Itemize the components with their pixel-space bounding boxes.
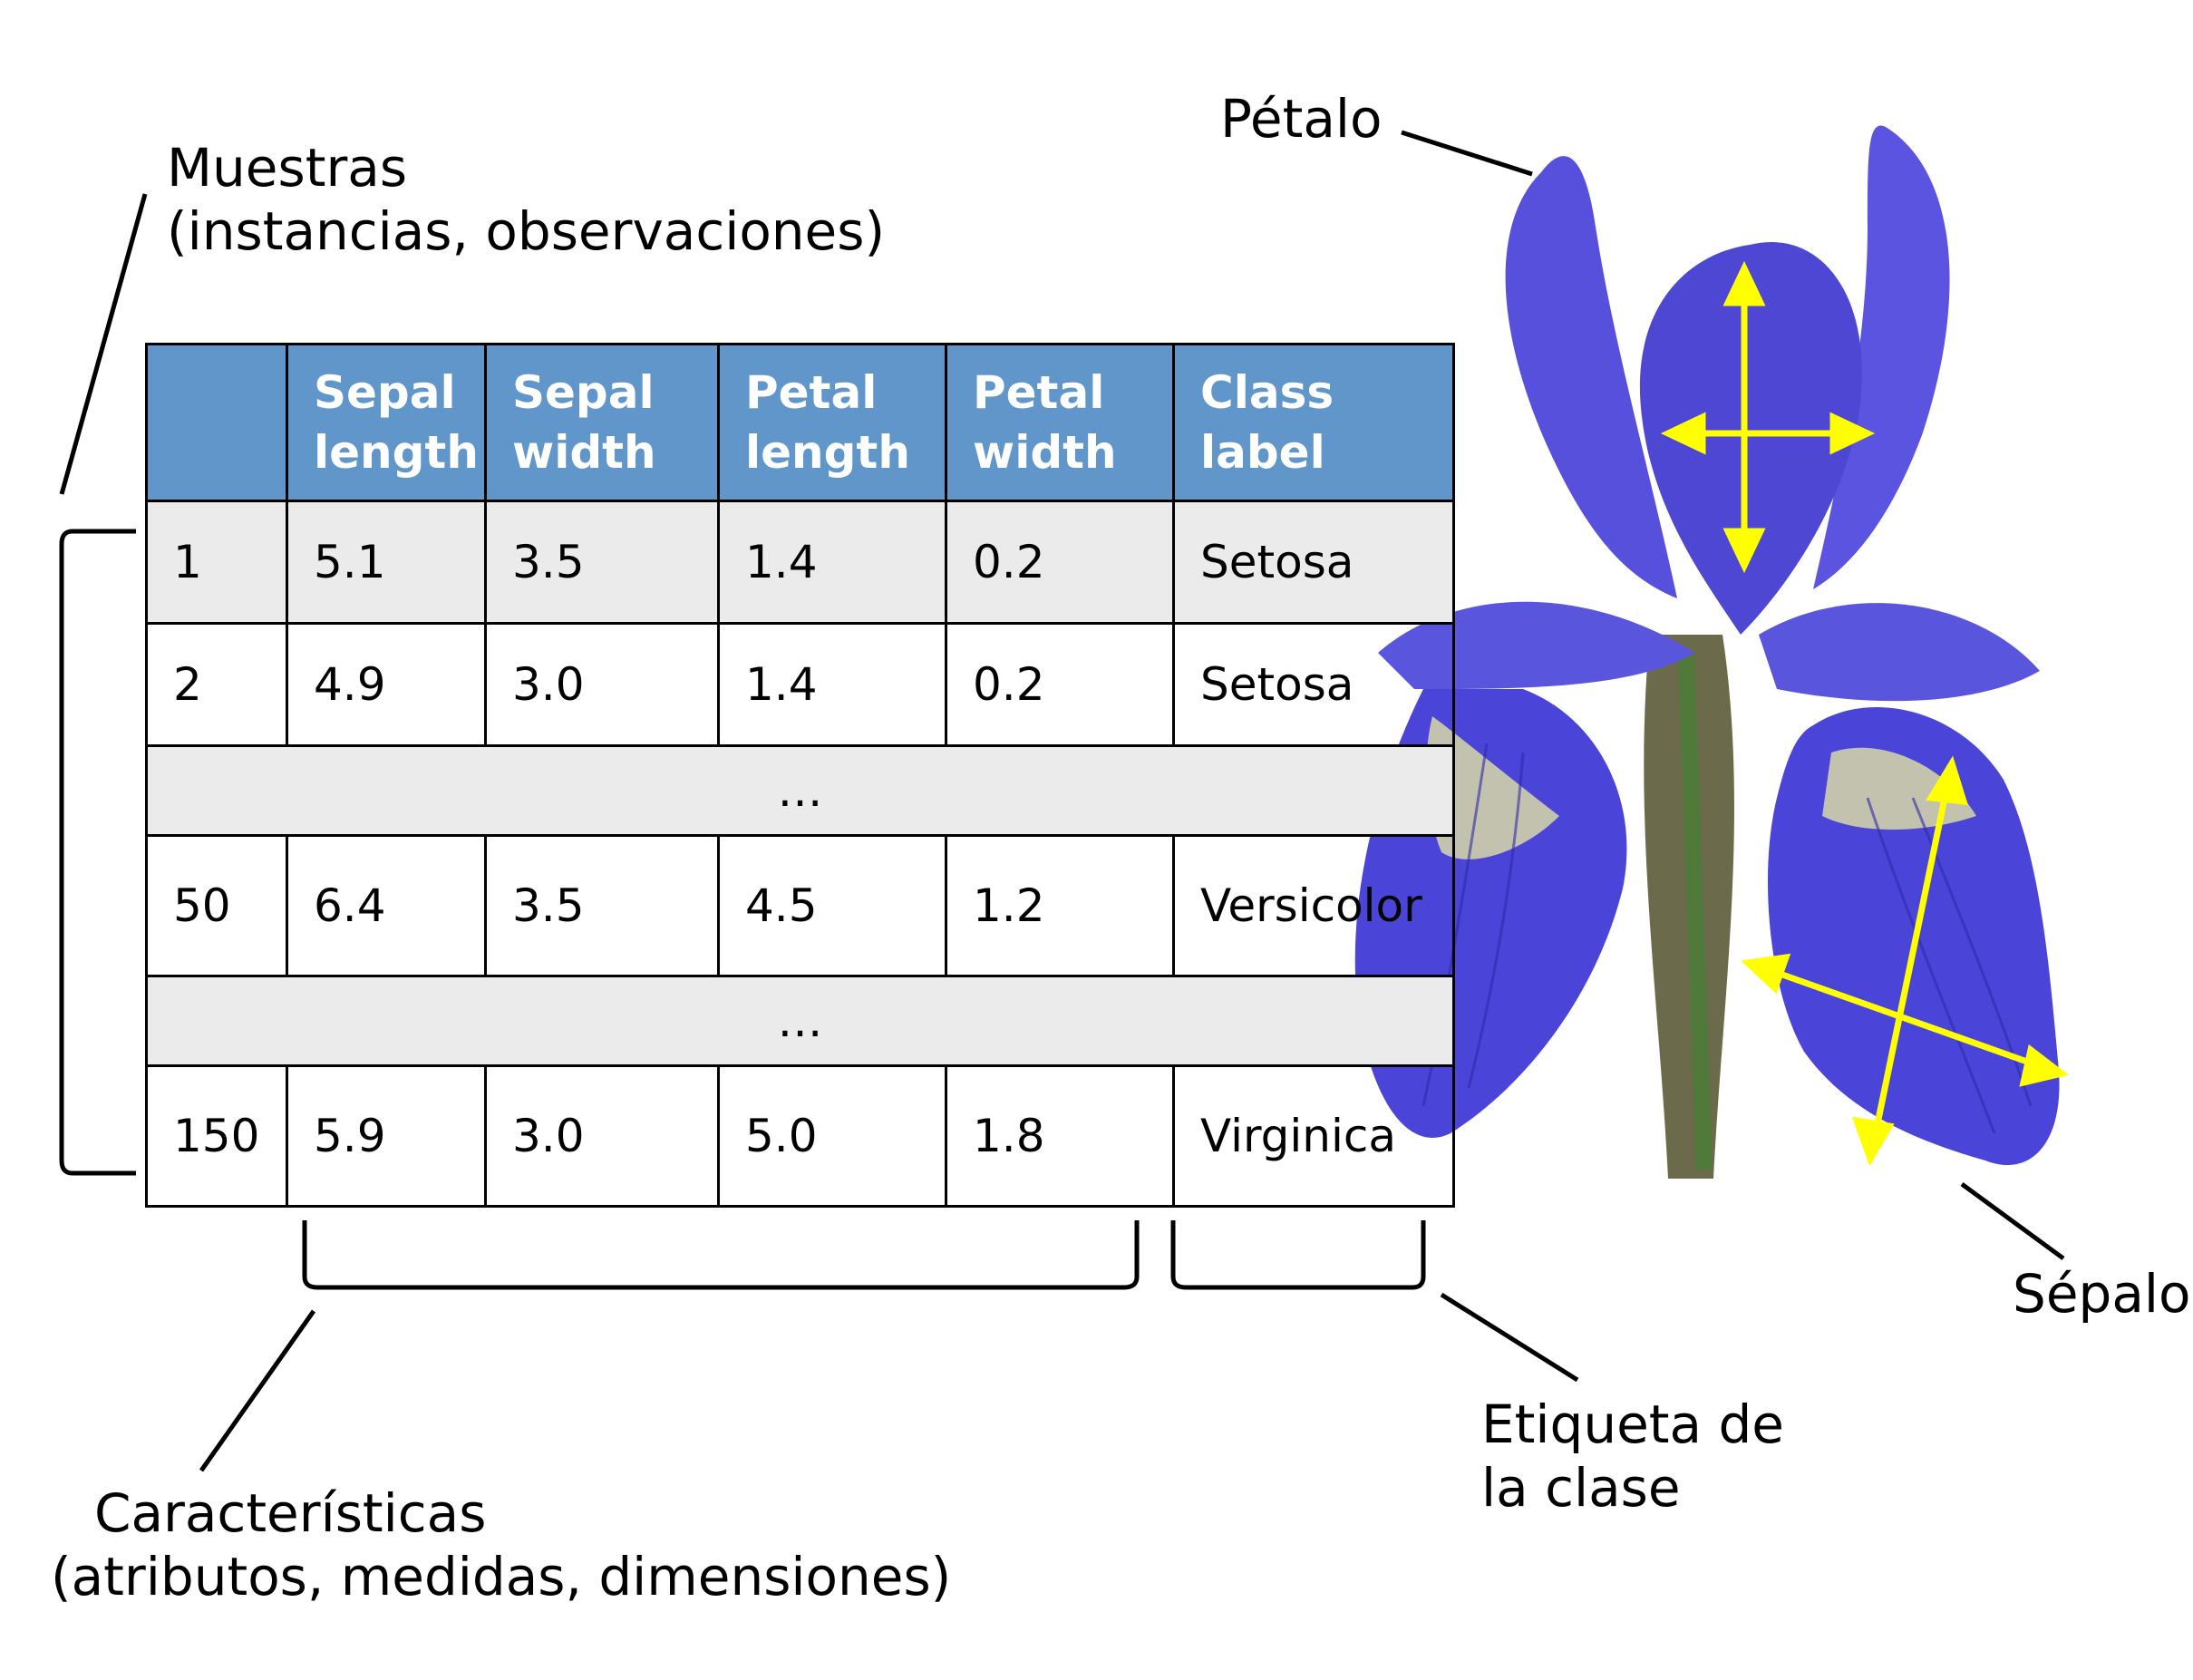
center-standard-petal [1639, 241, 1862, 635]
features-leader [199, 1309, 316, 1472]
header-cell-sepal-width: Sepal width [484, 343, 720, 502]
table-cell: 2 [145, 622, 288, 747]
sepal-label: Sépalo [2013, 1263, 2191, 1325]
header-line: length [314, 426, 479, 479]
table-row: 2 4.9 3.0 1.4 0.2 Setosa [145, 622, 1455, 747]
table-cell: 5.9 [286, 1064, 487, 1208]
table-cell: 0.2 [945, 500, 1175, 625]
table-cell: Setosa [1172, 622, 1455, 747]
samples-bracket [59, 529, 136, 1176]
table-cell: 5.1 [286, 500, 487, 625]
header-cell-sepal-length: Sepal length [286, 343, 487, 502]
table-row: 50 6.4 3.5 4.5 1.2 Versicolor [145, 834, 1455, 977]
table-ellipsis-row: … [145, 744, 1455, 837]
iris-flower-image [1354, 125, 2069, 1179]
features-label: Características (atributos, medidas, dim… [51, 1481, 951, 1608]
header-line: Petal [973, 366, 1105, 419]
header-line: length [745, 426, 910, 479]
samples-label: Muestras (instancias, observaciones) [167, 136, 885, 263]
header-line: Petal [745, 366, 878, 419]
table-cell: 0.2 [945, 622, 1175, 747]
table-row: 1 5.1 3.5 1.4 0.2 Setosa [145, 500, 1455, 625]
samples-leader [59, 193, 148, 495]
header-cell-petal-length: Petal length [717, 343, 947, 502]
header-cell-index [145, 343, 288, 502]
header-line: Sepal [512, 366, 655, 419]
table-cell: 4.5 [717, 834, 947, 977]
header-cell-class-label: Class label [1172, 343, 1455, 502]
right-standard-petal [1813, 125, 1950, 589]
samples-label-line1: Muestras [167, 137, 408, 199]
table-header-row: Sepal length Sepal width Petal length Petal… [145, 343, 1455, 502]
class-label-line1: Etiqueta de [1481, 1394, 1784, 1455]
features-label-line2: (atributos, medidas, dimensiones) [51, 1546, 952, 1607]
sepal-length-arrow [1871, 784, 1951, 1138]
table-cell: Virginica [1172, 1064, 1455, 1208]
header-line: width [973, 426, 1117, 479]
iris-data-table: Sepal length Sepal width Petal length Petal… [145, 343, 1455, 1208]
class-label-line2: la clase [1481, 1457, 1681, 1519]
table-cell: 3.5 [484, 500, 720, 625]
leader-lines [59, 130, 2065, 1472]
table-cell: Versicolor [1172, 834, 1455, 977]
table-cell: 1.4 [717, 622, 947, 747]
style-arm-left [1378, 601, 1695, 689]
header-line: Sepal [314, 366, 456, 419]
table-cell: 50 [145, 834, 288, 977]
table-ellipsis-row: … [145, 975, 1455, 1067]
header-cell-petal-width: Petal width [945, 343, 1175, 502]
features-label-line1: Características [94, 1482, 487, 1544]
class-label: Etiqueta de la clase [1481, 1393, 1784, 1520]
table-cell: 4.9 [286, 622, 487, 747]
style-arm-right [1759, 603, 2040, 702]
features-bracket [302, 1220, 1140, 1290]
table-cell: 3.0 [484, 622, 720, 747]
table-cell: 1.4 [717, 500, 947, 625]
header-line: width [512, 426, 656, 479]
table-cell: 5.0 [717, 1064, 947, 1208]
ellipsis-cell: … [145, 744, 1455, 837]
table-cell: Setosa [1172, 500, 1455, 625]
sepal-width-arrow [1768, 966, 2042, 1070]
table-cell: 3.0 [484, 1064, 720, 1208]
table-cell: 1 [145, 500, 288, 625]
header-line: Class [1200, 366, 1334, 419]
left-standard-petal [1505, 156, 1677, 598]
petal-label: Pétalo [1220, 88, 1383, 150]
table-cell: 6.4 [286, 834, 487, 977]
header-line: label [1200, 426, 1325, 479]
samples-label-line2: (instancias, observaciones) [167, 200, 886, 262]
ellipsis-cell: … [145, 975, 1455, 1067]
table-cell: 1.8 [945, 1064, 1175, 1208]
sepal-leader [1960, 1181, 2065, 1261]
table-cell: 1.2 [945, 834, 1175, 977]
class-leader [1440, 1292, 1579, 1383]
table-cell: 3.5 [484, 834, 720, 977]
table-row: 150 5.9 3.0 5.0 1.8 Virginica [145, 1064, 1455, 1208]
petal-leader [1401, 130, 1533, 177]
table-cell: 150 [145, 1064, 288, 1208]
class-bracket [1170, 1220, 1426, 1290]
